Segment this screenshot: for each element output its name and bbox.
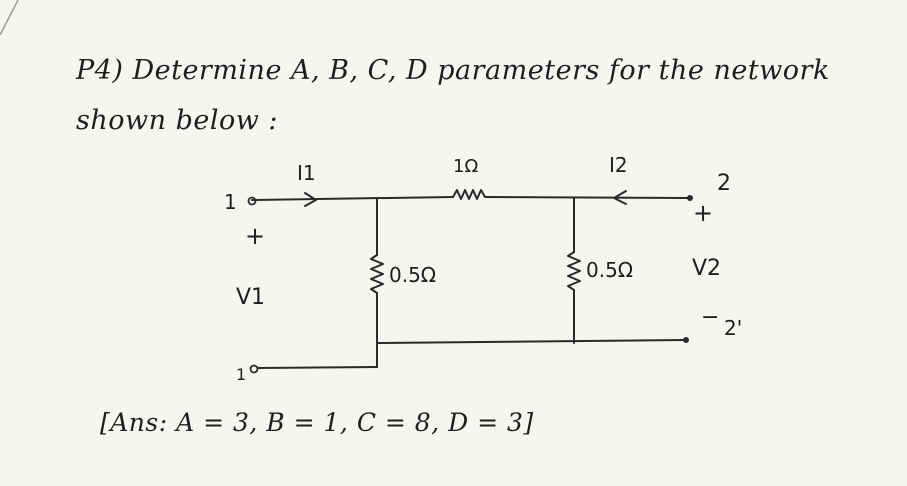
bottom-wire-left — [257, 366, 378, 369]
port2-bottom-terminal — [683, 337, 689, 343]
answer-line: [Ans: A = 3, B = 1, C = 8, D = 3] — [100, 408, 534, 437]
port2-top-label: 2 — [717, 171, 731, 196]
series-resistor-label: 1Ω — [453, 156, 478, 177]
top-wire-right — [484, 196, 689, 199]
right-shunt-resistor-label: 0.5Ω — [586, 258, 633, 282]
port1-bottom-label: 1 — [236, 365, 246, 384]
port2-plus-sign: + — [693, 199, 713, 227]
top-wire-left — [251, 196, 454, 201]
port2-voltage-label: V2 — [692, 256, 721, 281]
left-shunt-resistor-zigzag — [370, 254, 384, 294]
output-current-label: I2 — [609, 153, 628, 177]
port1-voltage-label: V1 — [236, 285, 265, 310]
port1-bottom-terminal — [249, 364, 259, 374]
port2-top-terminal — [687, 195, 693, 201]
input-current-label: I1 — [297, 161, 316, 185]
port2-minus-sign: − — [701, 305, 719, 330]
problem-statement-line1: P4) Determine A, B, C, D parameters for … — [76, 55, 830, 86]
left-shunt-resistor-label: 0.5Ω — [389, 263, 436, 287]
port1-top-label: 1 — [224, 190, 237, 214]
right-shunt-resistor-zigzag — [567, 251, 581, 291]
output-current-arrow — [613, 190, 627, 205]
bottom-wire-right — [376, 339, 685, 344]
port1-plus-sign: + — [245, 222, 265, 250]
port2-bottom-label: 2' — [724, 316, 742, 340]
problem-statement-line2: shown below : — [76, 105, 279, 136]
port1-top-terminal — [247, 196, 257, 206]
series-resistor-zigzag — [452, 189, 486, 200]
input-current-arrow — [304, 192, 317, 207]
